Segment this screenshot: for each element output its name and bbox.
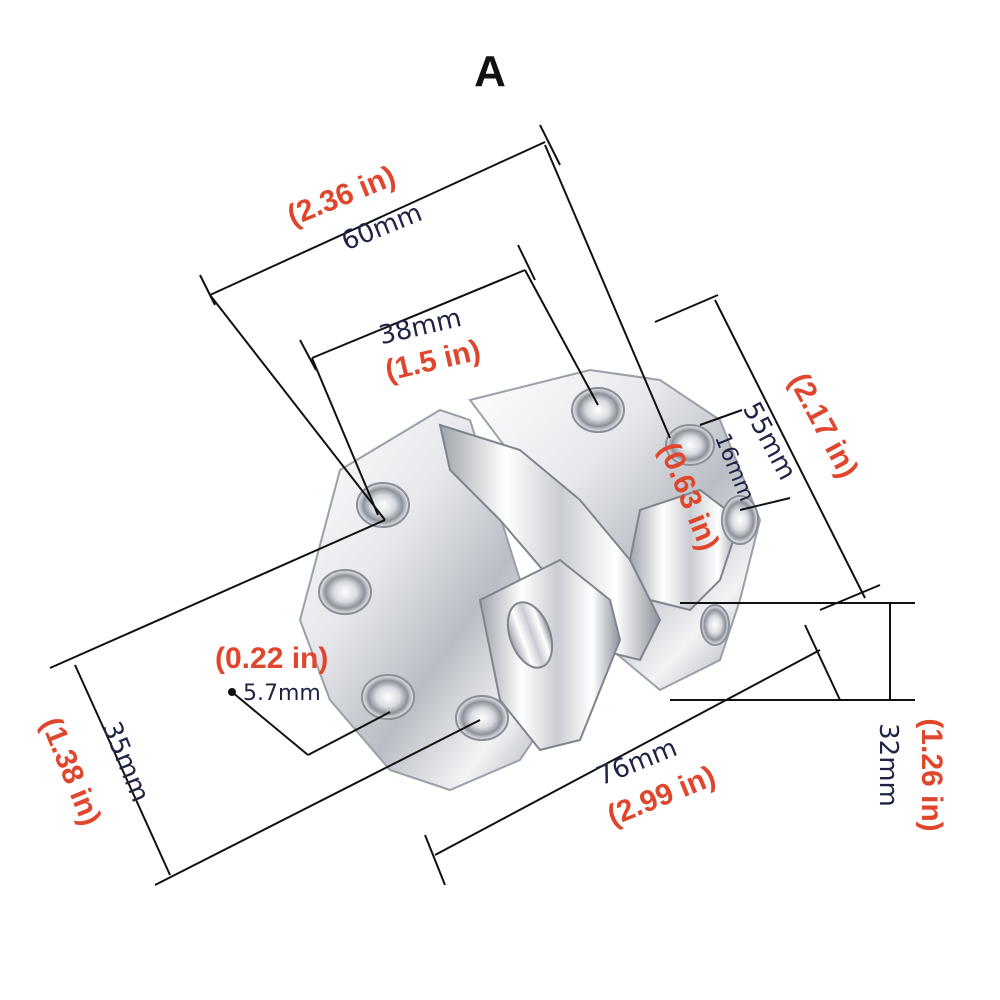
figure-title: A [474,47,506,96]
screw-holes [318,387,759,741]
screw-hole [700,604,730,646]
label-left-plate-length-inch: (1.38 in) [34,713,107,830]
screw-hole [571,387,625,433]
label-left-plate-length-mm: 35mm [96,718,155,807]
screw-hole [318,569,372,615]
label-hole-diameter-inch: (0.22 in) [215,642,328,675]
dim-overall-depth [654,294,881,611]
hinge-pin [506,601,554,669]
dimension-lines [49,124,915,886]
dim-left-plate-length [49,519,481,886]
hinge-arm [628,488,742,612]
label-height-inch: (1.26 in) [915,718,948,831]
label-height-mm: 32mm [873,723,903,807]
label-hole-diameter-mm: 5.7mm [243,681,321,706]
screw-hole [361,674,415,720]
screw-hole [665,424,715,466]
screw-hole [455,695,509,741]
dim-knuckle-width [699,409,791,511]
dim-total-length [424,624,841,886]
dim-hole-spacing [299,244,599,516]
dim-hole-diameter-leader [228,688,391,756]
dim-overall-width [199,124,671,521]
hinge-image [298,368,762,792]
dim-height [670,602,915,701]
